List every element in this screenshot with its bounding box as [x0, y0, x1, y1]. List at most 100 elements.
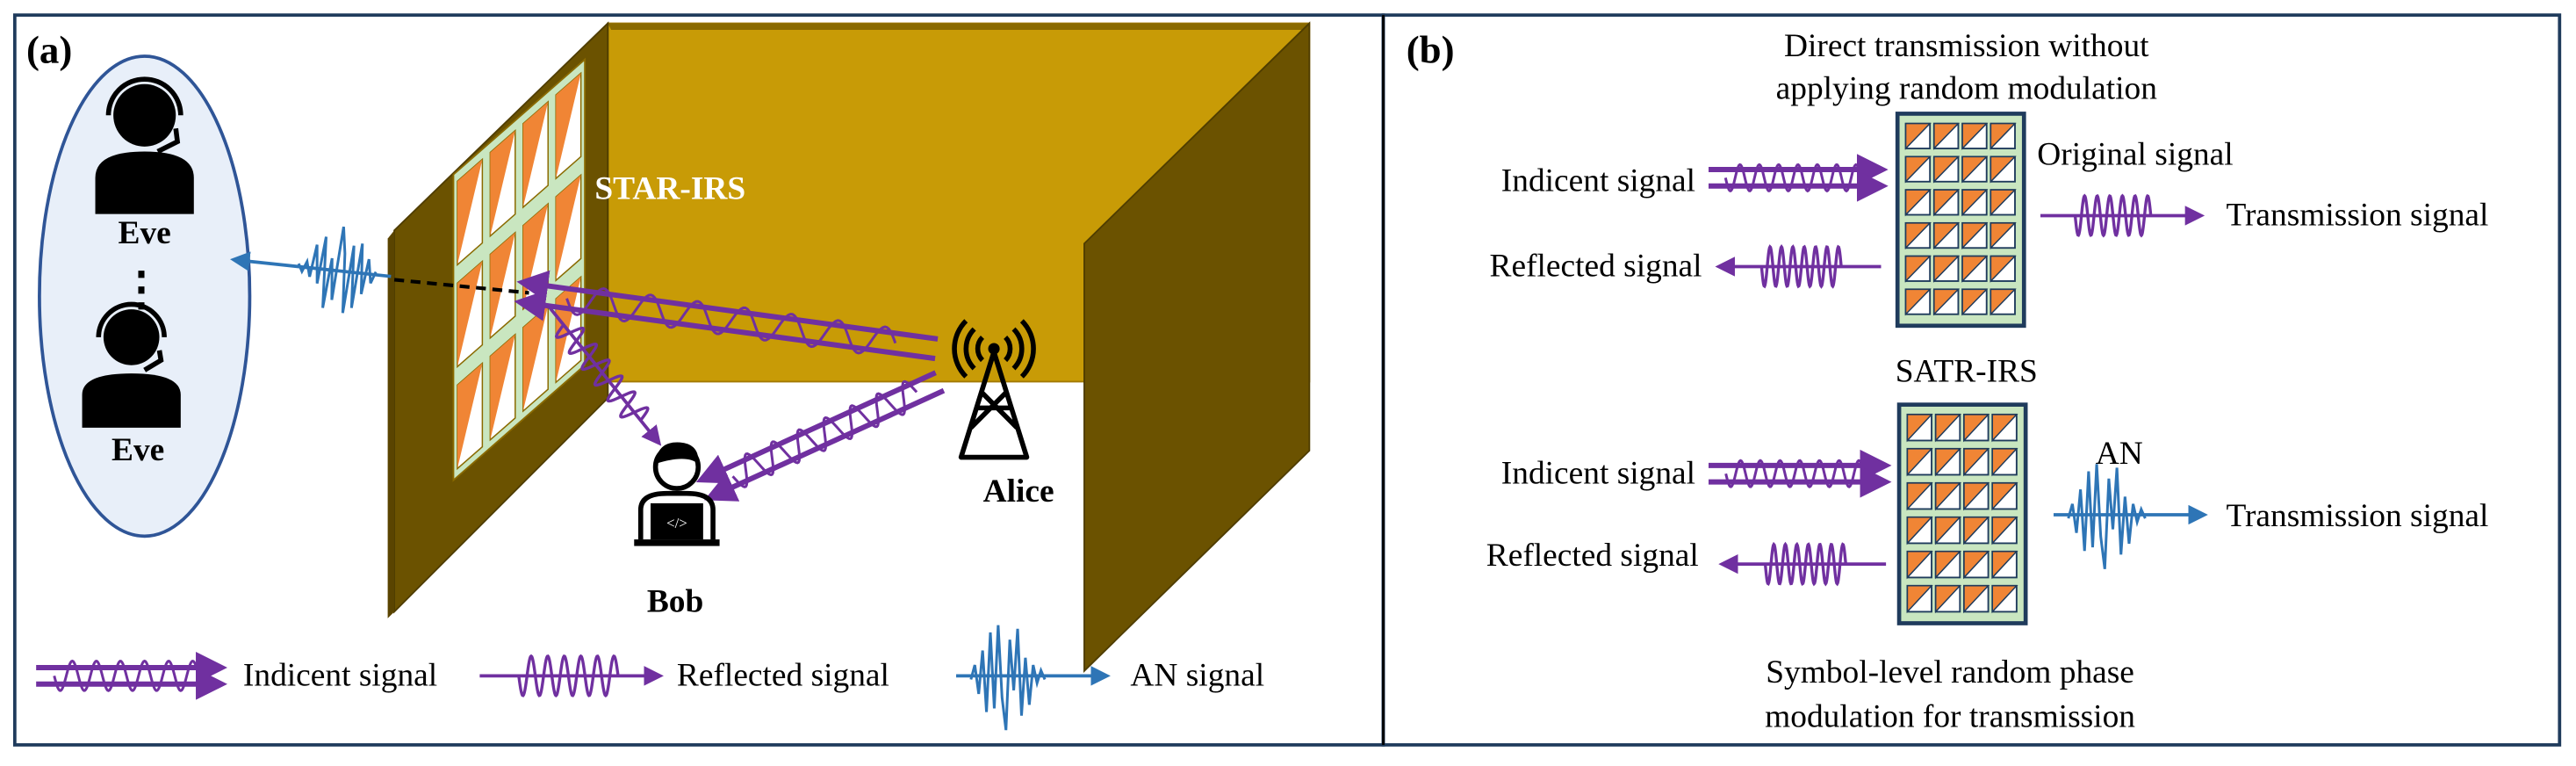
- incident-line: [516, 270, 939, 342]
- legend: Indicent signal Reflected signal AN sign…: [36, 625, 1264, 731]
- irs-cell-orange: [1906, 551, 1933, 580]
- left-wall-edge: [387, 230, 395, 618]
- bob-user-icon: </>: [634, 442, 720, 546]
- irs-cell-orange: [1906, 414, 1933, 443]
- irs-element-orange: [522, 101, 549, 207]
- bottom-reflected-arrow: [1718, 541, 1887, 587]
- irs-cell-orange: [1961, 155, 1989, 184]
- panel-a-label: (a): [26, 27, 72, 71]
- reflected-wave: [2073, 193, 2153, 238]
- an-signal-icon: [956, 625, 1111, 731]
- an-noise: [2067, 464, 2147, 569]
- incident-wave: [1723, 163, 1862, 193]
- top-caption-line-1: Direct transmission without: [1784, 28, 2149, 64]
- irs-cell-orange: [1990, 122, 2017, 150]
- incident-line: [514, 289, 936, 362]
- reflected-wave: [1759, 243, 1843, 289]
- irs-cell-orange: [1934, 414, 1962, 443]
- eavesdrop-dashed-line: [393, 278, 529, 295]
- irs-cell-orange: [1991, 448, 2018, 477]
- irs-element-orange: [556, 175, 581, 281]
- incident-signal-alice-irs: [514, 270, 939, 362]
- legend-label-reflected: Reflected signal: [677, 658, 889, 694]
- irs-cell-orange: [1906, 585, 1933, 614]
- irs-cell-orange: [1904, 122, 1932, 150]
- irs-cell-orange: [1934, 482, 1962, 511]
- irs-cell-orange: [1904, 189, 1932, 217]
- irs-cell-orange: [1904, 288, 1932, 316]
- an-label: AN: [2096, 436, 2143, 472]
- back-wall-top-edge: [608, 23, 1310, 31]
- top-transmission-label: Transmission signal: [2226, 198, 2488, 234]
- irs-cell-orange: [1963, 414, 1990, 443]
- eve-headset-icon: [82, 301, 181, 428]
- irs-cell-orange: [1934, 517, 1962, 546]
- irs-cell-orange: [1990, 155, 2017, 184]
- an-noise: [969, 625, 1047, 731]
- star-irs-label: STAR-IRS: [594, 171, 745, 207]
- top-incident-label: Indicent signal: [1501, 163, 1695, 199]
- irs-grid-bottom: [1896, 402, 2028, 625]
- irs-cell-orange: [1906, 448, 1933, 477]
- top-transmission-arrow: [2040, 193, 2205, 238]
- irs-cell-orange: [1933, 288, 1961, 316]
- irs-cell-orange: [1963, 517, 1990, 546]
- legend-label-incident: Indicent signal: [243, 658, 437, 694]
- irs-element-orange: [556, 73, 581, 179]
- alice-label: Alice: [983, 473, 1054, 509]
- bottom-transmission-label: Transmission signal: [2226, 498, 2488, 534]
- irs-cell-orange: [1990, 255, 2017, 283]
- reflected-wave: [517, 654, 620, 698]
- top-reflected-arrow: [1715, 243, 1882, 289]
- bottom-reflected-label: Reflected signal: [1486, 538, 1699, 574]
- irs-cell-orange: [1961, 255, 1989, 283]
- irs-cell-orange: [1934, 585, 1962, 614]
- eve-label-1: Eve: [119, 215, 171, 251]
- incident-signal-icon: [36, 652, 227, 700]
- right-wall: [1083, 21, 1311, 673]
- irs-cell-orange: [1906, 517, 1933, 546]
- irs-cell-orange: [1933, 222, 1961, 250]
- irs-cell-orange: [1961, 288, 1989, 316]
- irs-cell-orange: [1961, 122, 1989, 150]
- irs-cell-orange: [1961, 222, 1989, 250]
- reflected-wave: [554, 323, 650, 422]
- bob-label: Bob: [647, 583, 703, 619]
- panel-b-label: (b): [1407, 27, 1455, 71]
- irs-element-orange: [522, 203, 549, 309]
- legend-label-an: AN signal: [1130, 658, 1264, 694]
- irs-cell-orange: [1991, 414, 2018, 443]
- irs-cell-orange: [1991, 517, 2018, 546]
- irs-cell-orange: [1990, 222, 2017, 250]
- irs-cell-orange: [1933, 155, 1961, 184]
- an-signal-to-eve: [230, 226, 392, 314]
- incident-line: [695, 370, 937, 484]
- irs-cell-orange: [1963, 585, 1990, 614]
- irs-cell-orange: [1933, 189, 1961, 217]
- irs-cell-orange: [1934, 551, 1962, 580]
- eve-headset-icon: [95, 76, 194, 214]
- irs-cell-orange: [1904, 222, 1932, 250]
- irs-cell-orange: [1933, 255, 1961, 283]
- irs-element-orange: [556, 277, 581, 383]
- eve-group: Eve ⋮ Eve: [38, 54, 252, 538]
- bottom-caption-line-2: modulation for transmission: [1765, 698, 2135, 734]
- incident-wave: [53, 659, 200, 692]
- irs-cell-orange: [1904, 255, 1932, 283]
- top-caption-line-2: applying random modulation: [1776, 71, 2158, 107]
- irs-cell-orange: [1991, 585, 2018, 614]
- irs-cell-orange: [1990, 288, 2017, 316]
- reflected-signal-icon: [479, 654, 664, 698]
- alice-tower-icon: [952, 319, 1036, 460]
- irs-grid-top: [1895, 112, 2026, 329]
- incident-wave: [565, 286, 897, 355]
- irs-element-orange: [457, 363, 483, 469]
- irs-cell-orange: [1933, 122, 1961, 150]
- top-reflected-label: Reflected signal: [1490, 249, 1702, 285]
- irs-cell-orange: [1963, 482, 1990, 511]
- reflected-signal-irs-bob: [545, 303, 662, 446]
- irs-cell-orange: [1991, 551, 2018, 580]
- irs-cell-orange: [1963, 448, 1990, 477]
